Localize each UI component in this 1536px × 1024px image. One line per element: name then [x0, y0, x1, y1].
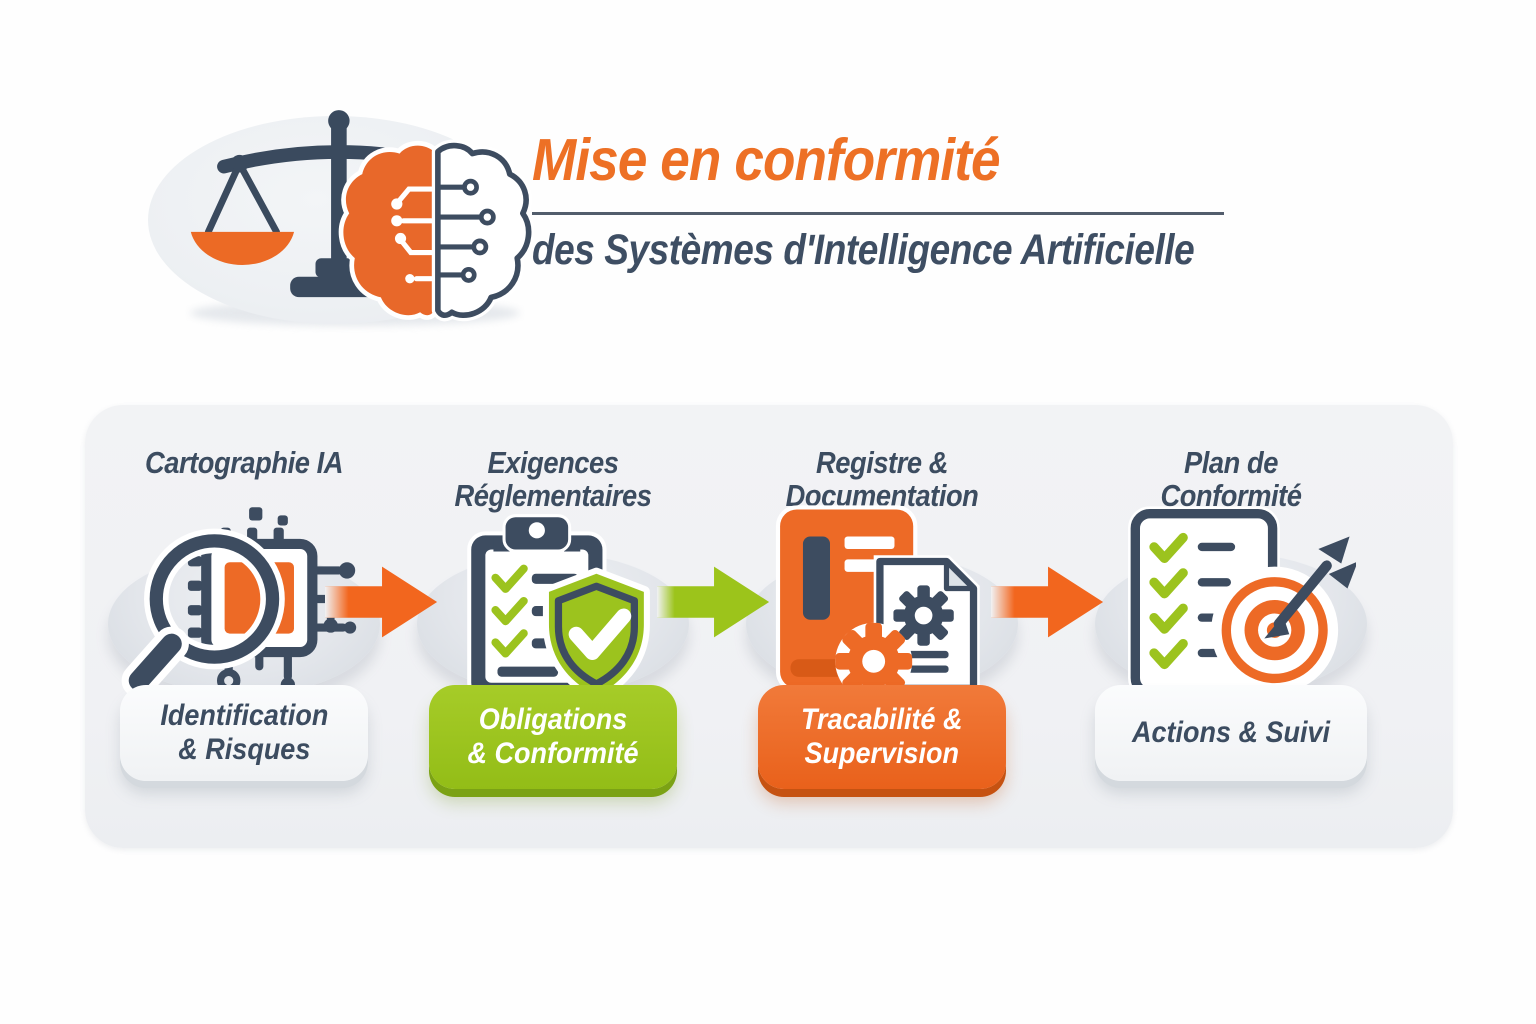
green-checks: [491, 564, 528, 658]
page-subtitle: des Systèmes d'Intelligence Artificielle: [532, 226, 1195, 274]
flow-arrow-icon: [657, 566, 770, 638]
ai-brain-circuit-icon: [338, 139, 534, 322]
gear-icon-orange: [835, 622, 913, 700]
step-cartographie-ia: Cartographie IA: [94, 405, 394, 848]
pill-label: Tracabilité &Supervision: [801, 702, 963, 771]
magnifier-circuit-chip-icon: [121, 507, 357, 698]
gear-icon: [893, 585, 954, 646]
title-divider: [532, 212, 1224, 215]
flow-arrow-icon: [991, 566, 1104, 638]
circuit-traces-left: [397, 186, 434, 282]
green-checks: [1149, 532, 1188, 670]
checklist-target-dart-icon: [1128, 506, 1356, 700]
step-pill: Identification& Risques: [120, 685, 368, 781]
step-registre-documentation: Registre &Documentation: [732, 405, 1032, 848]
shield-icon: [542, 567, 650, 702]
check-icon: [568, 608, 632, 661]
clipboard-checklist-shield-icon: [467, 514, 650, 702]
step-pill: Obligations& Conformité: [429, 685, 677, 789]
process-panel: Cartographie IA: [85, 405, 1453, 848]
flow-arrow-icon: [325, 566, 438, 638]
register-book-gears-document-icon: [775, 505, 980, 700]
pill-label: Obligations& Conformité: [467, 702, 639, 771]
dart-icon: [1264, 536, 1356, 639]
magnifier-icon: [121, 528, 285, 698]
pill-label: Actions & Suivi: [1131, 715, 1331, 749]
step-heading: Cartographie IA: [144, 445, 344, 480]
step-pill: Actions & Suivi: [1094, 685, 1368, 781]
scale-pan: [190, 231, 295, 265]
page-title: Mise en conformité: [532, 127, 1001, 193]
step-pill: Tracabilité &Supervision: [758, 685, 1006, 789]
pill-label: Identification& Risques: [159, 698, 328, 767]
circuit-traces-right: [438, 184, 483, 278]
